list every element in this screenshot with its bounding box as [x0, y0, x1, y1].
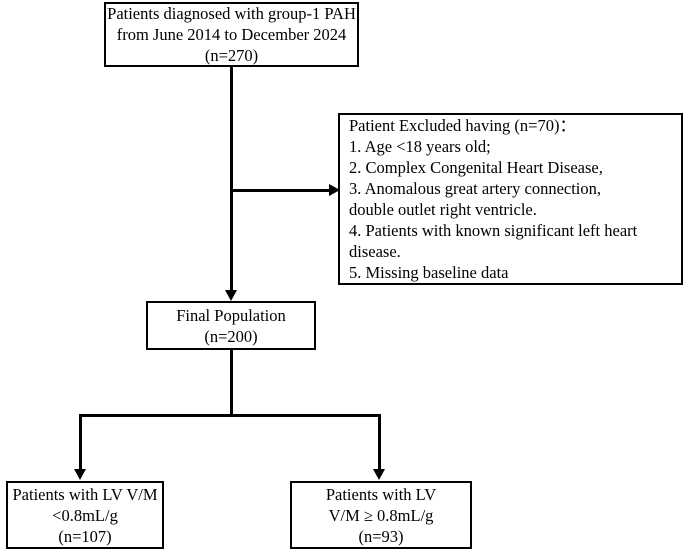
- node-cohort: Patients diagnosed with group-1 PAH from…: [104, 2, 359, 67]
- node-excluded-line-4: 3. Anomalous great artery connection,: [349, 179, 602, 198]
- node-high-vm-group-line-2: V/M ≥ 0.8mL/g: [328, 505, 434, 525]
- node-cohort-line-1: Patients diagnosed with group-1 PAH: [107, 4, 356, 23]
- arrowhead-to-final-population: [224, 290, 237, 301]
- node-cohort-line-3: (n=270): [204, 46, 259, 65]
- node-cohort-line-2: from June 2014 to December 2024: [116, 25, 347, 44]
- node-high-vm-group-line-1: Patients with LV: [325, 484, 437, 504]
- connector-split-bar: [79, 414, 381, 417]
- node-low-vm-group-line-3: (n=107): [58, 526, 112, 546]
- node-low-vm-group-line-2: <0.8mL/g: [52, 505, 118, 525]
- node-high-vm-group: Patients with LV V/M ≥ 0.8mL/g (n=93): [290, 481, 472, 549]
- arrowhead-to-high-group: [373, 469, 385, 480]
- node-final-population-line-1: Final Population: [176, 305, 286, 325]
- connector-final-to-split: [229, 350, 233, 416]
- connector-split-to-low-group: [79, 414, 82, 470]
- node-excluded-line-7: disease.: [349, 242, 401, 261]
- node-excluded-line-1: Patient Excluded having (n=70)：: [349, 116, 576, 135]
- node-excluded-line-3: 2. Complex Congenital Heart Disease,: [349, 158, 603, 177]
- node-excluded-line-5: double outlet right ventricle.: [349, 200, 537, 219]
- arrowhead-to-low-group: [74, 469, 86, 480]
- connector-split-to-high-group: [378, 414, 381, 470]
- node-high-vm-group-line-3: (n=93): [358, 526, 404, 546]
- arrowhead-to-excluded: [329, 184, 340, 196]
- node-excluded-line-6: 4. Patients with known significant left …: [349, 221, 638, 240]
- connector-to-excluded: [229, 188, 334, 192]
- node-final-population: Final Population (n=200): [146, 301, 316, 350]
- node-final-population-line-2: (n=200): [204, 326, 258, 346]
- node-excluded-line-8: 5. Missing baseline data: [349, 263, 509, 282]
- node-excluded-line-2: 1. Age <18 years old;: [349, 137, 491, 156]
- connector-cohort-to-final: [229, 67, 233, 292]
- node-low-vm-group-line-1: Patients with LV V/M: [12, 484, 158, 504]
- node-excluded: Patient Excluded having (n=70)： 1. Age <…: [338, 113, 683, 285]
- node-low-vm-group: Patients with LV V/M <0.8mL/g (n=107): [6, 481, 164, 549]
